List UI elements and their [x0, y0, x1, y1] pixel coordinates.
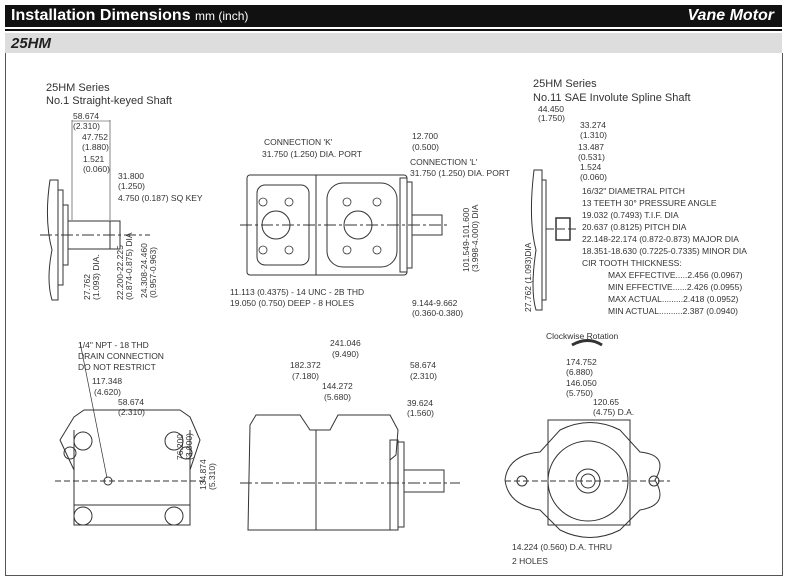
- spec: 18.351-18.630 (0.7225-0.7335) MINOR DIA: [582, 246, 747, 256]
- thread-note: 19.050 (0.750) DEEP - 8 HOLES: [230, 298, 355, 308]
- dim: (9.490): [332, 349, 359, 359]
- dim: (1.880): [82, 142, 109, 152]
- dim: 33.274: [580, 120, 606, 130]
- section-title: 25HM: [11, 35, 52, 52]
- holes-note: 2 HOLES: [512, 556, 548, 566]
- dim: (2.310): [410, 371, 437, 381]
- dim: (4.620): [94, 387, 121, 397]
- header-bar: Installation Dimensions mm (inch) Vane M…: [5, 5, 782, 27]
- profile-view: [240, 414, 460, 531]
- shaft1-series: 25HM Series: [46, 82, 110, 94]
- dim: (1.250): [118, 181, 145, 191]
- spec: 20.637 (0.8125) PITCH DIA: [582, 222, 687, 232]
- spec: 16/32" DIAMETRAL PITCH: [582, 186, 685, 196]
- dim: 58.674: [118, 397, 144, 407]
- product-label: Vane Motor: [687, 7, 774, 24]
- dim: 13.487: [578, 142, 604, 152]
- thickness: MIN ACTUAL..........2.387 (0.0940): [608, 306, 738, 316]
- dim: (1.750): [538, 113, 565, 123]
- dim: (0.060): [580, 172, 607, 182]
- dim: 39.624: [407, 398, 433, 408]
- shaft11-series: 25HM Series: [533, 78, 597, 90]
- units-label: mm (inch): [195, 9, 249, 23]
- dim: 9.144-9.662: [412, 298, 458, 308]
- port-side-view: [240, 174, 450, 276]
- dim: (0.531): [578, 152, 605, 162]
- header-title: Installation Dimensions mm (inch): [11, 7, 249, 24]
- thickness: MAX ACTUAL.........2.418 (0.0952): [608, 294, 739, 304]
- dim: 12.700: [412, 131, 438, 141]
- dim: 120.65: [593, 397, 619, 407]
- connection-k: CONNECTION 'K': [264, 137, 333, 147]
- dim: 58.674: [410, 360, 436, 370]
- connection-l-port: 31.750 (1.250) DIA. PORT: [410, 168, 511, 178]
- vdim: (0.957-0.963): [148, 246, 158, 298]
- dim: 1.521: [83, 154, 105, 164]
- front-view: [504, 339, 670, 538]
- drain-note: DRAIN CONNECTION: [78, 351, 164, 361]
- spec: 22.148-22.174 (0.872-0.873) MAJOR DIA: [582, 234, 739, 244]
- dim: 241.046: [330, 338, 361, 348]
- dim: (4.75) D.A.: [593, 407, 635, 417]
- spec: 13 TEETH 30° PRESSURE ANGLE: [582, 198, 717, 208]
- dim: (5.680): [324, 392, 351, 402]
- spline-shaft-view: [530, 169, 578, 311]
- thickness: MIN EFFECTIVE......2.426 (0.0955): [608, 282, 743, 292]
- dim: 146.050: [566, 378, 597, 388]
- spec: 19.032 (0.7493) T.I.F. DIA: [582, 210, 679, 220]
- dim: (2.310): [118, 407, 145, 417]
- dim: (0.060): [83, 164, 110, 174]
- holes-note: 14.224 (0.560) D.A. THRU: [512, 542, 612, 552]
- drain-note: 1/4" NPT - 18 THD: [78, 340, 149, 350]
- dim: 47.752: [82, 132, 108, 142]
- rotation-label: Clockwise Rotation: [546, 331, 619, 341]
- vdim: (3.998-4.000) DIA: [470, 204, 480, 272]
- spec: CIR TOOTH THICKNESS:: [582, 258, 682, 268]
- header-rule: [5, 29, 782, 31]
- section-bar: 25HM: [5, 33, 782, 53]
- drain-note: DO NOT RESTRICT: [78, 362, 156, 372]
- rear-view: [55, 341, 205, 526]
- vdim: (3.000): [184, 433, 194, 460]
- dim: 1.524: [580, 162, 602, 172]
- dim: 58.674: [73, 111, 99, 121]
- dim: 31.800: [118, 171, 144, 181]
- vdim: (1.093) DIA.: [91, 254, 101, 300]
- thickness: MAX EFFECTIVE.....2.456 (0.0967): [608, 270, 743, 280]
- dim: 182.372: [290, 360, 321, 370]
- dim: (2.310): [73, 121, 100, 131]
- thread-note: 11.113 (0.4375) - 14 UNC - 2B THD: [230, 287, 365, 297]
- vdim: (5.310): [207, 463, 217, 490]
- connection-l: CONNECTION 'L': [410, 157, 478, 167]
- shaft11-name: No.11 SAE Involute Spline Shaft: [533, 92, 691, 104]
- straight-keyed-shaft-view: [40, 120, 150, 301]
- dim: (1.310): [580, 130, 607, 140]
- dim: 117.348: [92, 376, 123, 386]
- dim: (0.360-0.380): [412, 308, 464, 318]
- shaft1-name: No.1 Straight-keyed Shaft: [46, 95, 172, 107]
- vdim: 27.762 (1.093)DIA: [523, 242, 533, 312]
- dim: (0.500): [412, 142, 439, 152]
- vdim: (0.874-0.875) DIA: [124, 232, 134, 300]
- key-dim: 4.750 (0.187) SQ KEY: [118, 193, 203, 203]
- dim: (6.880): [566, 367, 593, 377]
- dim: 44.450: [538, 104, 564, 114]
- dim: (5.750): [566, 388, 593, 398]
- dim: (1.560): [407, 408, 434, 418]
- drawing-frame: [5, 53, 783, 576]
- dim: (7.180): [292, 371, 319, 381]
- connection-k-port: 31.750 (1.250) DIA. PORT: [262, 149, 363, 159]
- dim: 144.272: [322, 381, 353, 391]
- dim: 174.752: [566, 357, 597, 367]
